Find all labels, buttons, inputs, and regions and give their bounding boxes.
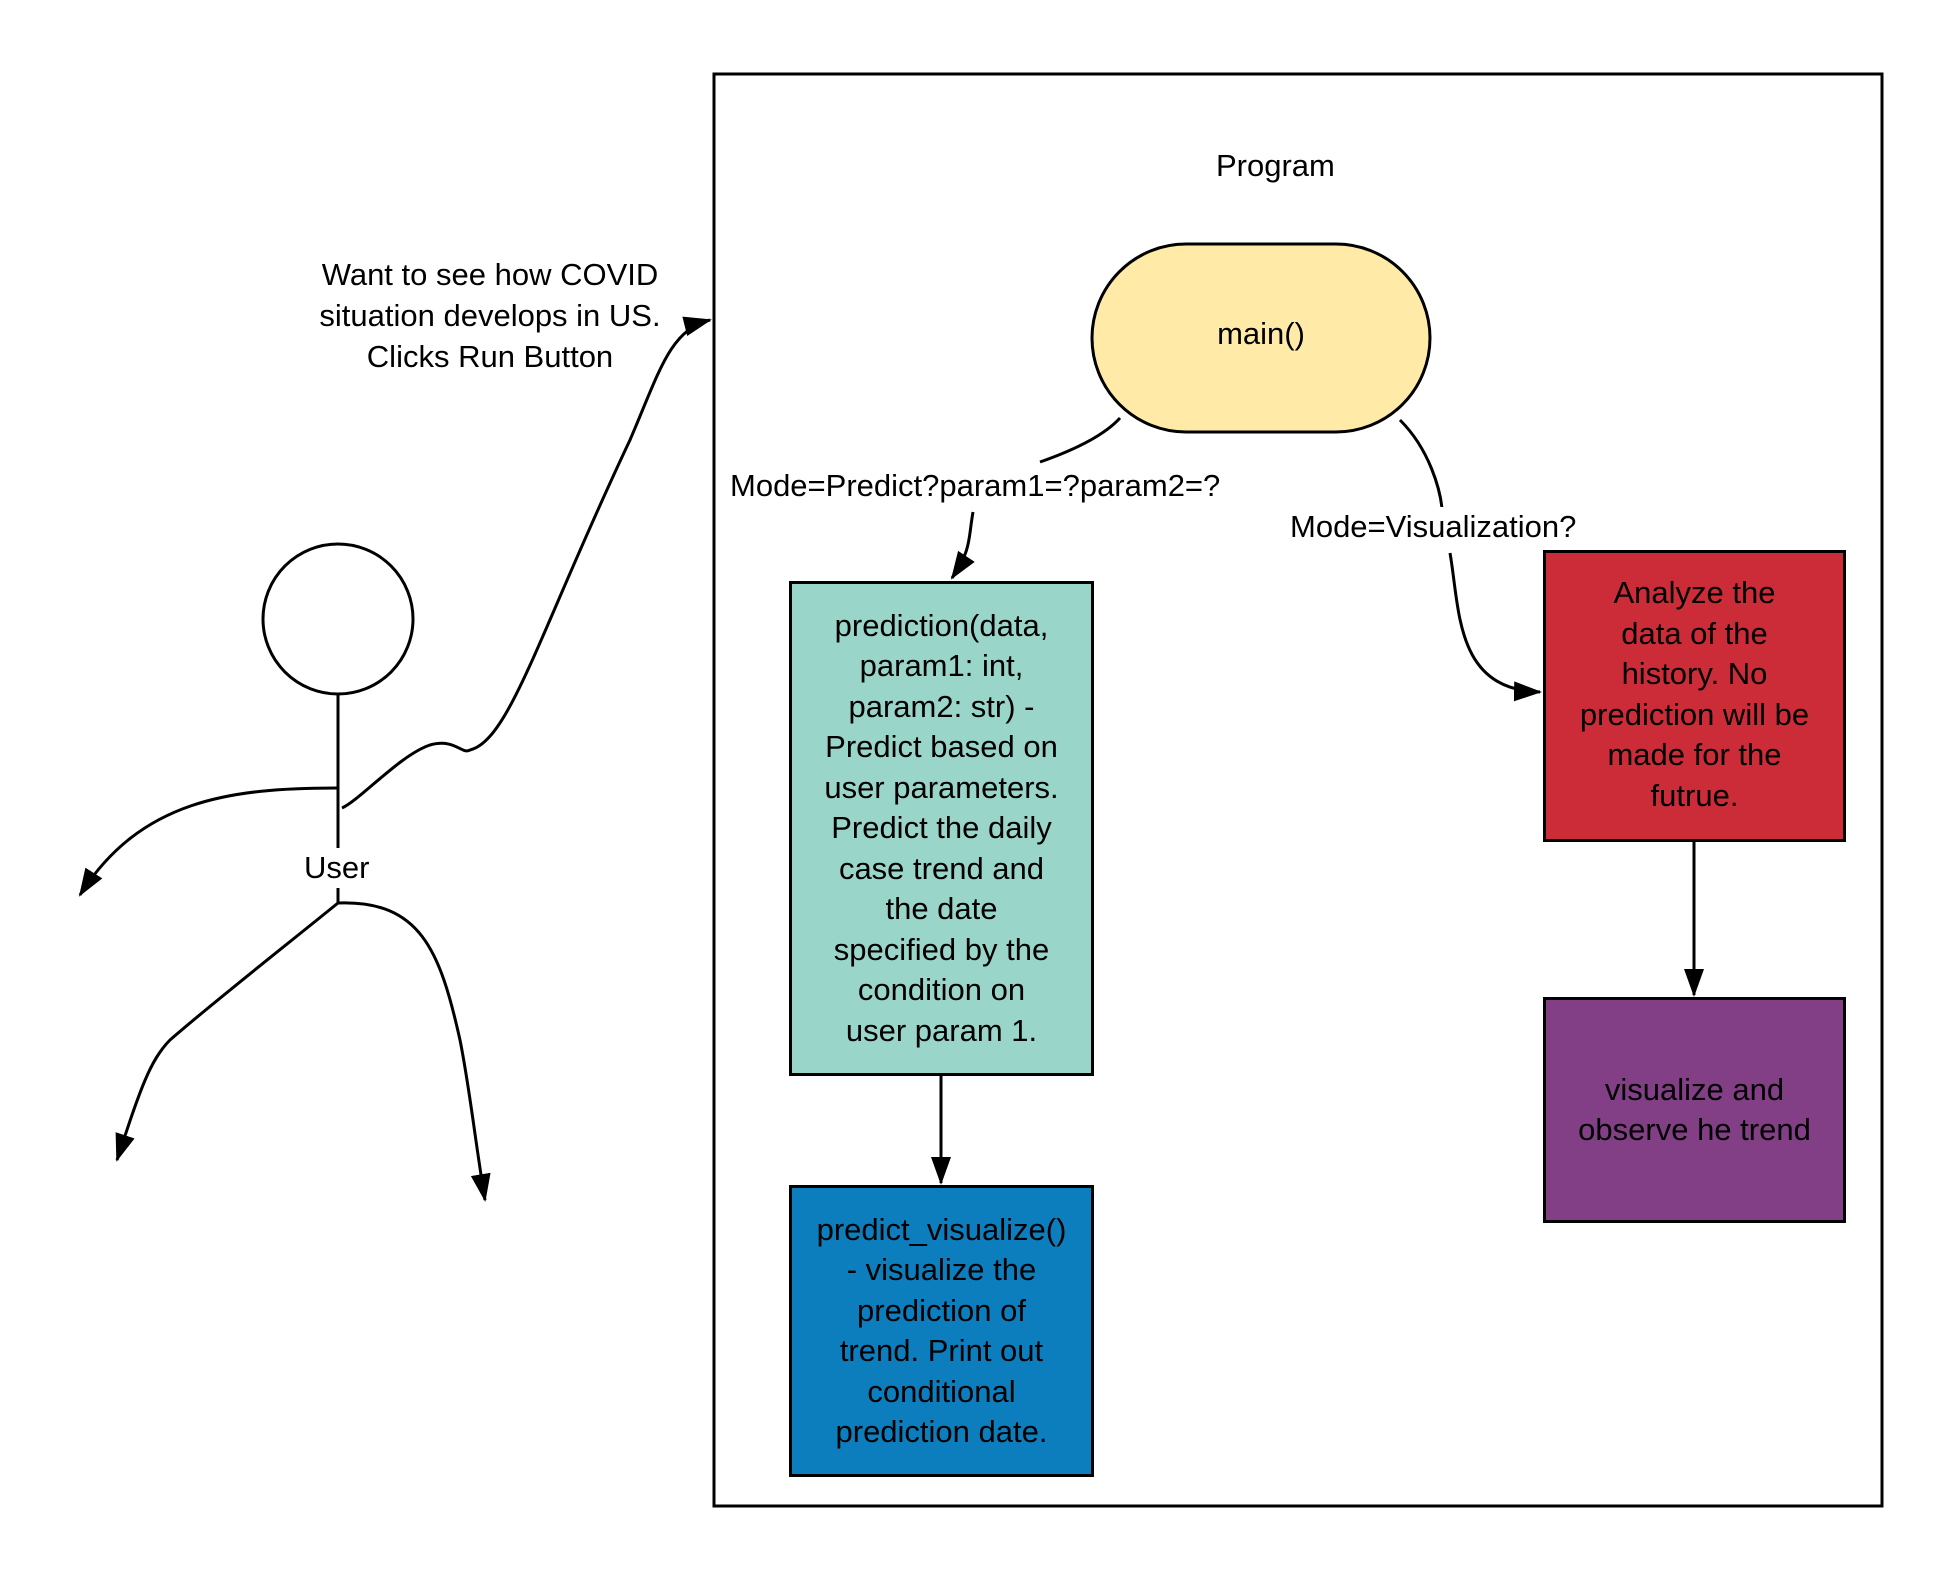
edge-user-to-program [341,316,712,810]
edge-visualization-label: Mode=Visualization? [1290,507,1577,547]
user-note: Want to see how COVID situation develops… [319,257,661,374]
edge-main-to-analyze-lower [1448,552,1542,702]
main-node-label: main() [1217,316,1305,351]
predict-visualize-node: predict_visualize() - visualize the pred… [789,1185,1094,1477]
edge-main-to-analyze [1398,418,1444,509]
edge-predict-label: Mode=Predict?param1=?param2=? [730,466,1221,506]
user-label: User [302,848,372,888]
prediction-node-text: prediction(data, param1: int, param2: st… [824,607,1059,1048]
main-node-shape [1090,242,1432,434]
user-figure-icon [78,542,491,1202]
visualize-node-text: visualize and observe he trend [1578,1071,1811,1148]
program-label: Program [1216,148,1335,183]
program-frame [712,72,1884,1508]
edge-main-to-prediction [1039,416,1122,464]
analyze-node-text: Analyze the data of the history. No pred… [1579,575,1810,813]
analyze-node: Analyze the data of the history. No pred… [1543,550,1846,842]
predict-visualize-node-text: predict_visualize() - visualize the pred… [816,1211,1067,1450]
visualize-node: visualize and observe he trend [1543,997,1846,1223]
edge-main-to-prediction-lower [950,511,975,580]
prediction-node: prediction(data, param1: int, param2: st… [789,581,1094,1076]
